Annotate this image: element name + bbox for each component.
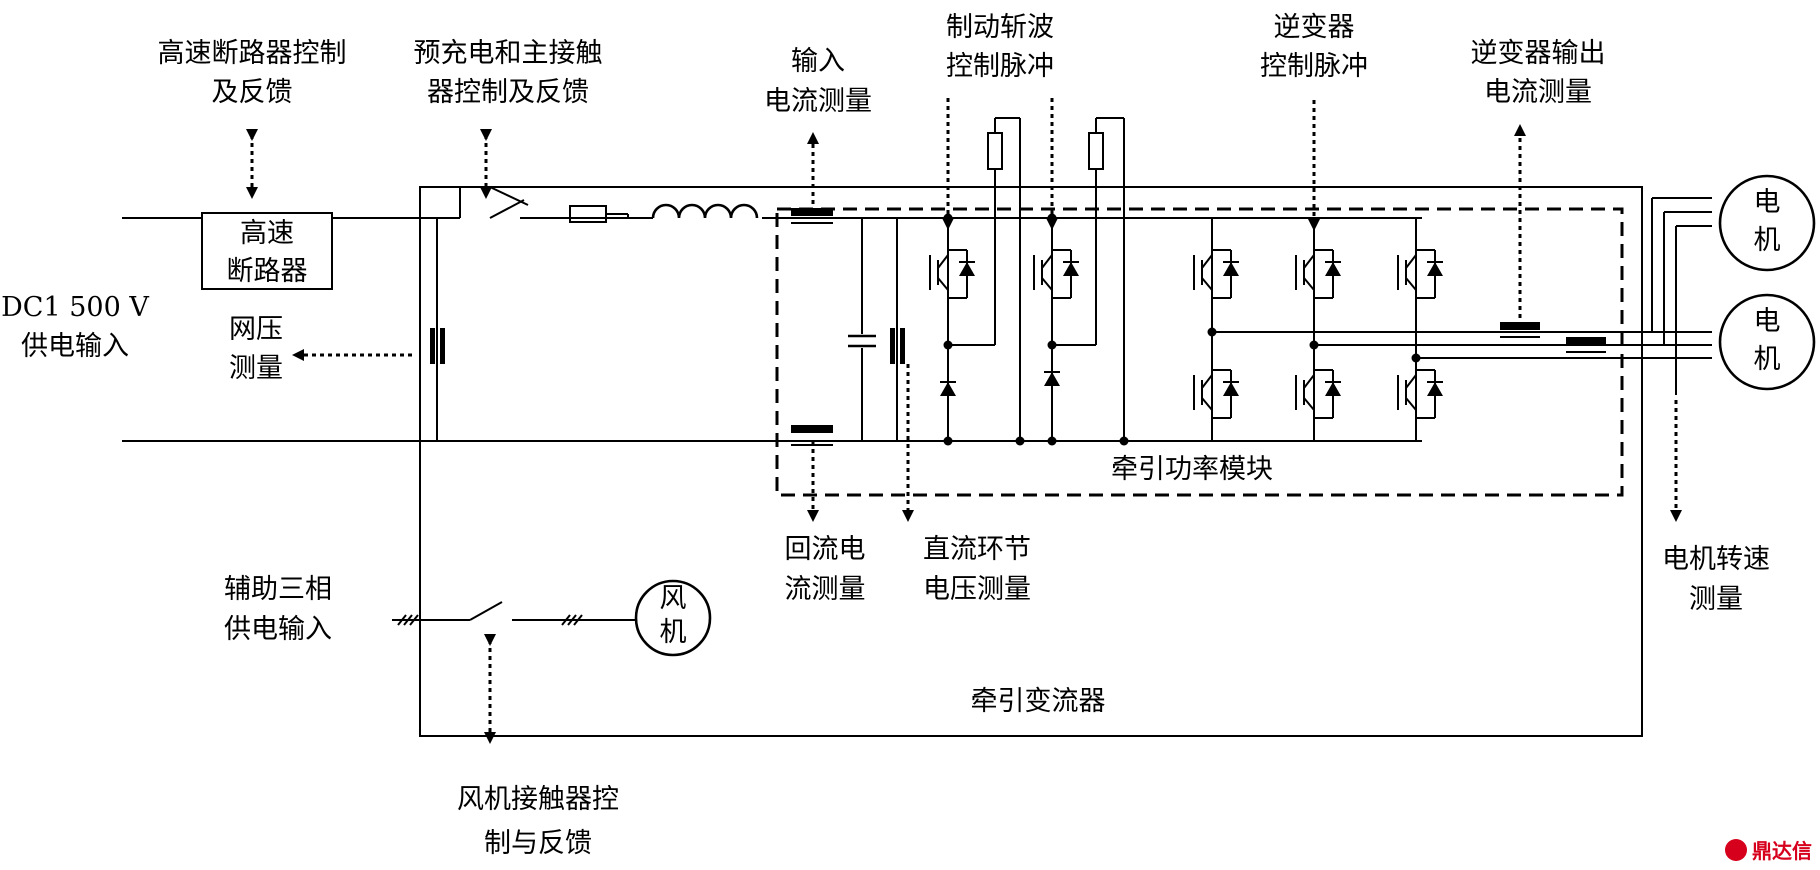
fan-label-2: 机 xyxy=(660,617,687,648)
dc-link-voltage-label-1: 直流环节 xyxy=(923,534,1031,565)
inverter-pulse-label-2: 控制脉冲 xyxy=(1260,51,1368,82)
fan-motor xyxy=(634,579,712,657)
precharge-ctrl-label-1: 预充电和主接触 xyxy=(414,38,603,69)
fan-label-1: 风 xyxy=(660,583,687,614)
motor-speed-label-2: 测量 xyxy=(1689,584,1743,615)
svg-text:鼎达信: 鼎达信 xyxy=(1752,839,1812,863)
watermark-logo-icon xyxy=(1725,839,1747,861)
motor-1-label-1: 电 xyxy=(1754,187,1781,218)
net-voltage-label-2: 测量 xyxy=(229,353,283,384)
line-inductor xyxy=(651,203,759,219)
motor-2-label-1: 电 xyxy=(1754,306,1781,337)
inverter-output-sensor-2 xyxy=(1566,337,1606,345)
dc-link-voltage-label-2: 电压测量 xyxy=(923,574,1031,605)
inverter-output-lines xyxy=(1212,197,1712,395)
inverter-out-current-label-2: 电流测量 xyxy=(1484,77,1592,108)
power-module-box xyxy=(775,207,1624,497)
hs-breaker-label-2: 断路器 xyxy=(227,256,308,287)
inverter-leg-1 xyxy=(1193,218,1239,441)
aux-supply-line xyxy=(392,601,636,626)
motor-1-label-2: 机 xyxy=(1754,225,1781,256)
return-current-label-1: 回流电 xyxy=(785,534,866,565)
motor-1 xyxy=(1718,174,1816,272)
hs-breaker-ctrl-label-2: 及反馈 xyxy=(212,77,293,108)
motor-speed-label-1: 电机转速 xyxy=(1662,544,1770,575)
dc-input-label-2: 供电输入 xyxy=(21,331,129,362)
net-voltage-label-1: 网压 xyxy=(229,314,283,345)
hs-breaker-ctrl-label-1: 高速断路器控制 xyxy=(158,38,347,69)
inverter-bridge xyxy=(1193,218,1443,441)
return-current-label-2: 流测量 xyxy=(785,574,866,605)
hs-breaker-box xyxy=(201,212,333,290)
watermark: 鼎达信 xyxy=(1725,839,1812,863)
brake-chopper-2 xyxy=(1033,117,1125,441)
dc-link-voltage-sensor xyxy=(890,218,905,441)
inverter-leg-2 xyxy=(1295,218,1341,441)
signal-arrows xyxy=(246,98,1682,744)
motor-2 xyxy=(1718,293,1816,391)
motor-2-label-2: 机 xyxy=(1754,344,1781,375)
power-module-label: 牵引功率模块 xyxy=(1111,454,1273,485)
precharge-ctrl-label-2: 器控制及反馈 xyxy=(427,77,589,108)
inverter-out-current-label-1: 逆变器输出 xyxy=(1471,38,1606,69)
converter-box xyxy=(419,186,1643,737)
converter-label: 牵引变流器 xyxy=(971,686,1106,717)
inverter-pulse-label-1: 逆变器 xyxy=(1274,12,1355,43)
dc-link-capacitor xyxy=(848,218,876,441)
hs-breaker-label-1: 高速 xyxy=(240,218,294,249)
input-current-label-2: 电流测量 xyxy=(764,86,872,117)
aux-supply-label-1: 辅助三相 xyxy=(224,574,332,605)
fan-contactor-label-2: 制与反馈 xyxy=(484,828,592,859)
input-current-label-1: 输入 xyxy=(791,46,845,77)
return-current-sensor xyxy=(791,425,833,433)
fan-contactor-label-1: 风机接触器控 xyxy=(457,784,619,815)
brake-pulse-label-1: 制动斩波 xyxy=(946,12,1054,43)
brake-pulse-label-2: 控制脉冲 xyxy=(946,51,1054,82)
precharge-contactor xyxy=(459,186,629,223)
inverter-leg-3 xyxy=(1397,218,1443,441)
junction-dots xyxy=(943,213,1421,446)
dc-input-label-1: DC1 500 V xyxy=(1,292,149,323)
aux-supply-label-2: 供电输入 xyxy=(224,614,332,645)
net-voltage-sensor xyxy=(430,328,435,364)
inverter-output-sensor-1 xyxy=(1500,322,1540,330)
input-current-sensor xyxy=(791,208,833,216)
brake-chopper-1 xyxy=(929,117,1021,441)
